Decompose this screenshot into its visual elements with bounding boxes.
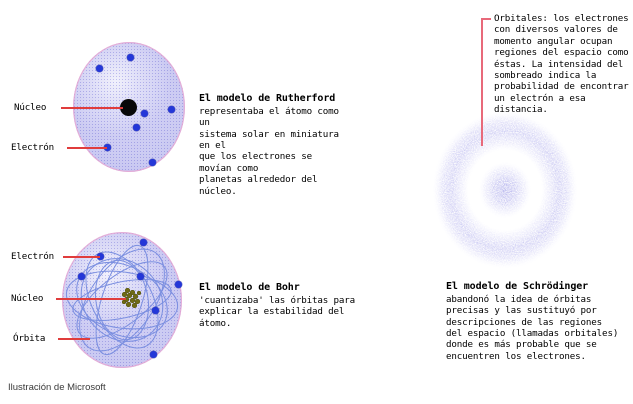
orbital-note-text: Orbitales: los electrones con diversos v… (494, 13, 629, 116)
rutherford-electron (141, 110, 148, 117)
rutherford-electron-leader-line (67, 147, 107, 149)
bohr-electron (175, 281, 182, 288)
bohr-electron (150, 351, 157, 358)
rutherford-electron (127, 54, 134, 61)
bohr-nucleus (121, 288, 143, 310)
orbital-note-leader-tick (481, 18, 491, 20)
illustration-credit: Ilustración de Microsoft (8, 382, 106, 393)
bohr-body: 'cuantizaba' las órbitas para explicar l… (199, 294, 356, 329)
rutherford-electron-label: Electrón (11, 142, 55, 153)
bohr-electron (140, 239, 147, 246)
rutherford-heading: El modelo de Rutherford (199, 93, 336, 105)
schrodinger-body: abandonó la idea de órbitas precisas y l… (446, 293, 619, 362)
bohr-electron (78, 273, 85, 280)
rutherford-electron (104, 144, 111, 151)
rutherford-nucleus-label: Núcleo (14, 102, 47, 113)
bohr-electron-leader-line (63, 256, 100, 258)
orbital-note-leader-line (481, 18, 483, 146)
rutherford-body: representaba el átomo como un sistema so… (199, 105, 339, 197)
bohr-nucleus-leader-line (56, 298, 126, 300)
bohr-electron (152, 307, 159, 314)
rutherford-electron (168, 106, 175, 113)
schrodinger-orbital-cloud (433, 112, 577, 268)
bohr-orbit-label: Órbita (13, 333, 46, 344)
bohr-electron (137, 273, 144, 280)
bohr-heading: El modelo de Bohr (199, 282, 300, 294)
rutherford-nucleus (120, 99, 137, 116)
bohr-text-block: El modelo de Bohr'cuantizaba' las órbita… (199, 271, 364, 329)
rutherford-electron (96, 65, 103, 72)
bohr-electron (97, 253, 104, 260)
bohr-nucleus-label: Núcleo (11, 293, 44, 304)
bohr-electron-label: Electrón (11, 251, 55, 262)
rutherford-nucleus-leader-line (61, 107, 123, 109)
bohr-orbit-leader-line (58, 338, 90, 340)
rutherford-electron (149, 159, 156, 166)
schrodinger-heading: El modelo de Schrödinger (446, 281, 589, 293)
rutherford-electron (133, 124, 140, 131)
